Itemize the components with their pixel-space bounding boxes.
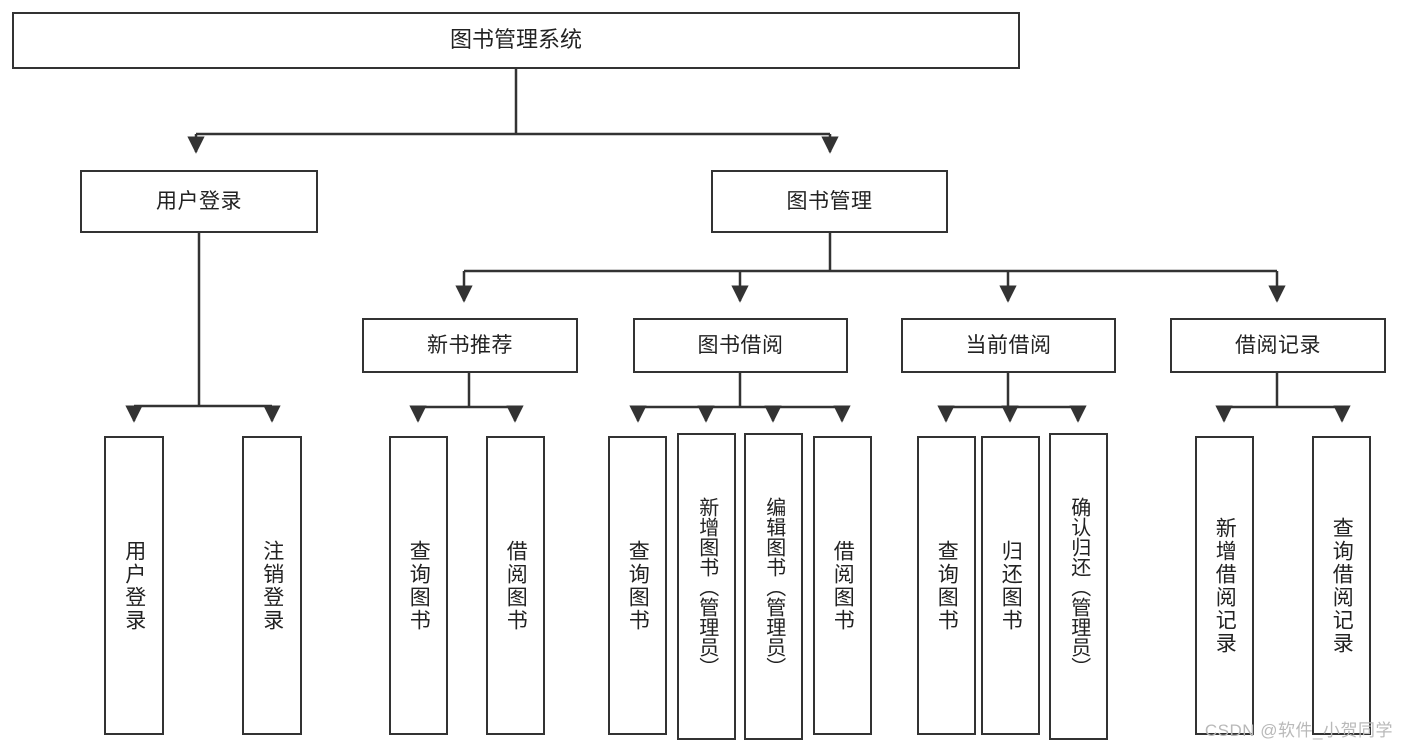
node-label: 用户登录	[156, 189, 242, 213]
leaf-user-login-logout[interactable]: 注销登录	[242, 436, 302, 735]
node-label: 查询借阅记录	[1330, 516, 1354, 655]
leaf-book-borrow-query-book[interactable]: 查询图书	[608, 436, 667, 735]
node-current-borrow[interactable]: 当前借阅	[901, 318, 1116, 373]
node-label: 确认归还（管理员）	[1067, 496, 1090, 677]
leaf-current-borrow-confirm-return-admin[interactable]: 确认归还（管理员）	[1049, 433, 1108, 740]
node-label: 新增借阅记录	[1213, 516, 1237, 655]
node-borrow-record[interactable]: 借阅记录	[1170, 318, 1386, 373]
node-label: 新增图书（管理员）	[695, 496, 718, 677]
node-label: 注销登录	[260, 539, 284, 632]
node-label: 借阅图书	[831, 539, 855, 632]
node-label: 借阅记录	[1235, 333, 1321, 357]
node-label: 图书管理系统	[449, 27, 582, 53]
node-label: 图书借阅	[697, 333, 784, 357]
leaf-book-borrow-add-book-admin[interactable]: 新增图书（管理员）	[677, 433, 736, 740]
node-label: 查询图书	[626, 539, 650, 632]
leaf-new-book-query-book[interactable]: 查询图书	[389, 436, 448, 735]
leaf-user-login-login[interactable]: 用户登录	[104, 436, 164, 735]
node-new-book-recommend[interactable]: 新书推荐	[362, 318, 578, 373]
leaf-book-borrow-edit-book-admin[interactable]: 编辑图书（管理员）	[744, 433, 803, 740]
node-book-management[interactable]: 图书管理	[711, 170, 948, 233]
node-label: 新书推荐	[427, 333, 513, 357]
node-label: 借阅图书	[504, 539, 528, 632]
csdn-watermark: CSDN @软件_小贺同学	[1204, 721, 1393, 740]
leaf-borrow-record-query-record[interactable]: 查询借阅记录	[1312, 436, 1371, 735]
node-root-book-management-system[interactable]: 图书管理系统	[12, 12, 1020, 69]
leaf-new-book-borrow-book[interactable]: 借阅图书	[486, 436, 545, 735]
node-book-borrow[interactable]: 图书借阅	[633, 318, 848, 373]
leaf-current-borrow-return-book[interactable]: 归还图书	[981, 436, 1040, 735]
node-label: 查询图书	[407, 539, 431, 632]
node-label: 编辑图书（管理员）	[762, 496, 785, 677]
node-label: 查询图书	[935, 539, 959, 632]
node-label: 归还图书	[999, 539, 1023, 632]
node-label: 当前借阅	[965, 333, 1052, 357]
leaf-book-borrow-borrow-book[interactable]: 借阅图书	[813, 436, 872, 735]
node-user-login[interactable]: 用户登录	[80, 170, 318, 233]
leaf-current-borrow-query-book[interactable]: 查询图书	[917, 436, 976, 735]
leaf-borrow-record-add-record[interactable]: 新增借阅记录	[1195, 436, 1254, 735]
node-label: 图书管理	[786, 189, 873, 213]
node-label: 用户登录	[122, 539, 146, 632]
